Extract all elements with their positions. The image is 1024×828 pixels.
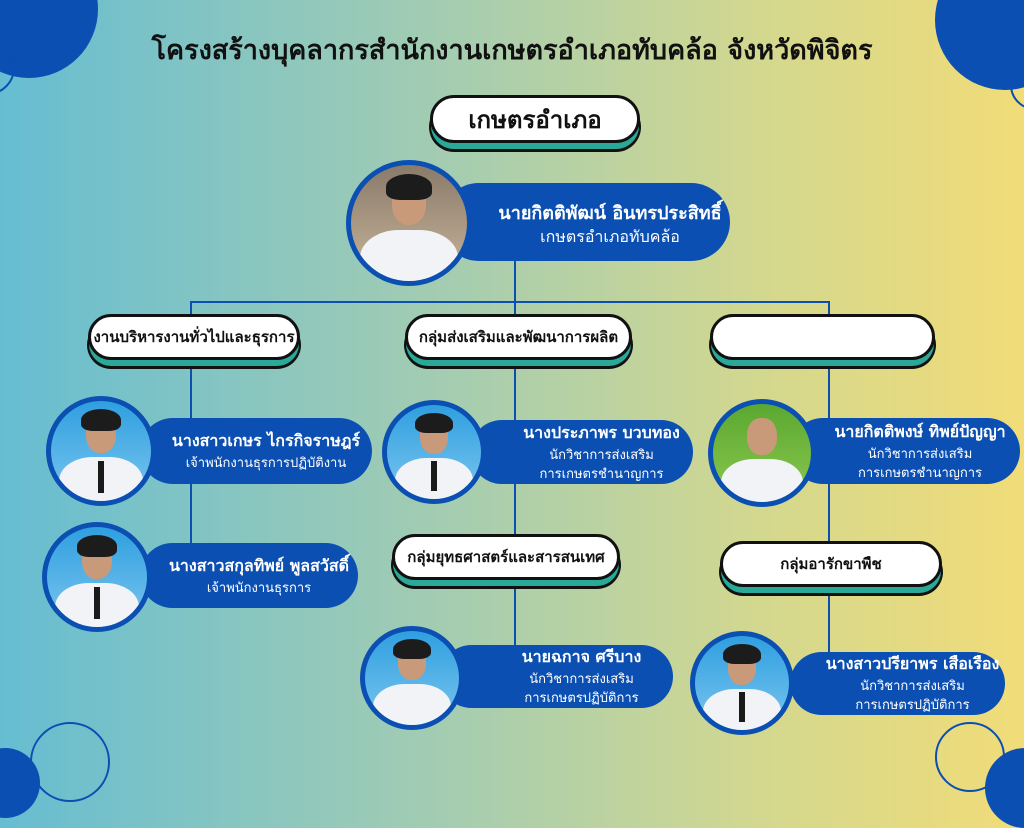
page-title: โครงสร้างบุคลากรสำนักงานเกษตรอำเภอทับคล้… [151,35,873,66]
person-position: นักวิชาการส่งเสริม [867,446,973,462]
person-name: นายฉกาจ ศรีบาง [521,647,642,666]
group-general-admin: งานบริหารงานทั่วไปและธุรการ [88,314,300,360]
person-name: นางสาวปรียาพร เสือเรือง [825,654,1000,673]
head-name: นายกิตติพัฒน์ อินทรประสิทธิ์ [498,203,722,224]
person-card: นางสาวเกษร ไกรกิจราษฎร์ เจ้าพนักงานธุรกา… [140,418,372,484]
group-promotion-production: กลุ่มส่งเสริมและพัฒนาการผลิต [405,314,632,360]
connector [190,301,830,303]
person-position: นักวิชาการส่งเสริม [549,447,654,463]
person-card: นายกิตติพงษ์ ทิพย์ปัญญา นักวิชาการส่งเสร… [790,418,1020,484]
head-position: เกษตรอำเภอทับคล้อ [540,227,680,246]
person-photo [708,399,816,507]
person-position: เจ้าพนักงานธุรการ [206,580,312,596]
group-unnamed [710,314,935,360]
group-plant-protection: กลุ่มอารักขาพืช [720,541,942,587]
person-name: นายกิตติพงษ์ ทิพย์ปัญญา [834,421,1006,441]
person-name: นางสาวเกษร ไกรกิจราษฎร์ [171,431,361,450]
person-position: นักวิชาการส่งเสริม [860,679,965,694]
person-position: การเกษตรปฏิบัติการ [855,698,970,713]
person-position: นักวิชาการส่งเสริม [529,672,634,687]
decor-ring [30,722,110,802]
person-card: นางประภาพร บวบทอง นักวิชาการส่งเสริม การ… [470,420,693,484]
person-name: นางสาวสกุลทิพย์ พูลสวัสดิ์ [168,555,350,575]
person-name: นางประภาพร บวบทอง [523,422,680,442]
head-unit-label: เกษตรอำเภอ [430,95,640,143]
person-photo [360,626,464,730]
person-position: การเกษตรชำนาญการ [857,465,982,481]
person-position: เจ้าพนักงานธุรการปฏิบัติงาน [185,456,347,471]
person-photo [46,396,156,506]
person-card: นางสาวปรียาพร เสือเรือง นักวิชาการส่งเสร… [790,652,1005,715]
person-photo [690,631,794,735]
person-photo [382,400,486,504]
person-card: นางสาวสกุลทิพย์ พูลสวัสดิ์ เจ้าพนักงานธุ… [140,543,358,608]
head-card: นายกิตติพัฒน์ อินทรประสิทธิ์ เกษตรอำเภอท… [440,183,730,261]
connector [514,255,516,303]
person-photo [42,522,152,632]
person-card: นายฉกาจ ศรีบาง นักวิชาการส่งเสริม การเกษ… [440,645,673,708]
head-photo [346,160,472,286]
group-strategy-it: กลุ่มยุทธศาสตร์และสารสนเทศ [392,534,620,580]
person-position: การเกษตรปฏิบัติการ [524,691,639,706]
person-position: การเกษตรชำนาญการ [539,466,664,482]
